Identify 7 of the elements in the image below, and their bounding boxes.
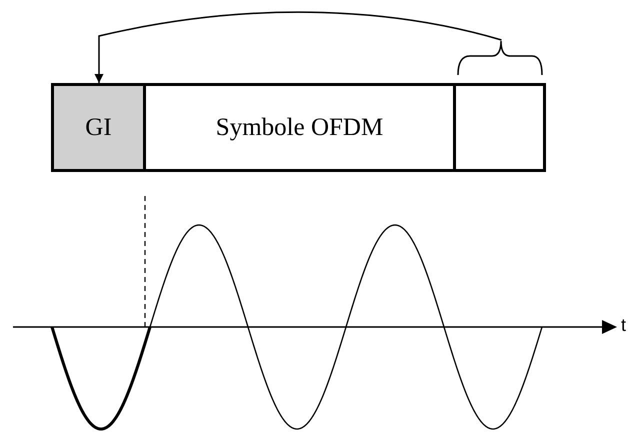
axis-label: t — [621, 315, 626, 335]
cyclic-tail-box — [453, 83, 546, 172]
box-label: GI — [85, 114, 112, 142]
arrow — [94, 11, 502, 83]
guard-interval-box — [51, 83, 146, 172]
box-label: Symbole OFDM — [216, 114, 384, 142]
symbol-box — [143, 83, 456, 172]
